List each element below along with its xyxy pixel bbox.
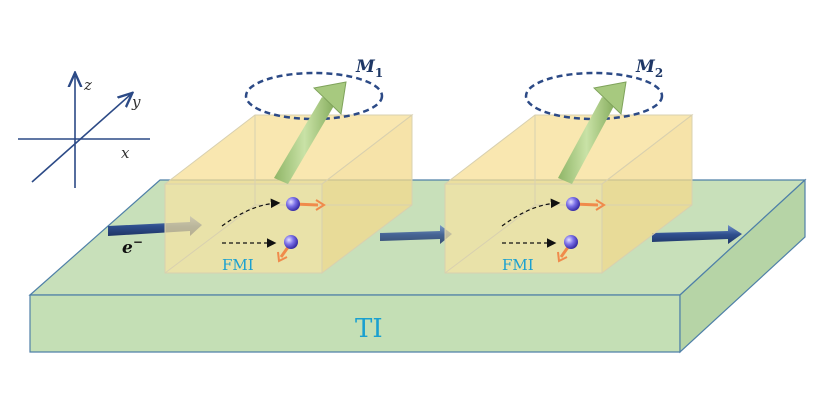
z-axis-label: z [83, 76, 92, 94]
block-1-magnetization-arrow-head [312, 81, 347, 116]
block-1-fmi-label: FMI [222, 256, 254, 274]
block-1-m-subscript: 1 [375, 66, 383, 80]
block-2-m-subscript: 2 [655, 66, 663, 80]
block-1-m-symbol: M [355, 57, 376, 77]
block-1-front-face [164, 183, 323, 274]
block-1-hidden-edge-diag [164, 204, 256, 274]
electron-symbol: e [122, 238, 133, 258]
current-arrow-middle [380, 225, 452, 244]
y-axis-line [31, 95, 130, 183]
block-1-spin-path-up [221, 198, 281, 227]
block-2-magnetization-arrow-shaft [558, 97, 615, 184]
electron-label: e− [122, 235, 143, 258]
block-1-electron-ball-down [284, 235, 298, 249]
block-1-spin-arrow-up-head [315, 199, 326, 211]
block-1-electron-ball-up [286, 197, 300, 211]
block-2-spin-arrow-up-head [595, 199, 606, 211]
block-2-front-face [444, 183, 603, 274]
coordinate-axes: z y x [18, 76, 150, 188]
ti-label: TI [355, 314, 383, 344]
fmi-block-2: FMI M2 [443, 57, 694, 275]
block-2-spin-path-up [501, 198, 561, 227]
substrate-side-face [679, 178, 806, 354]
block-2-hidden-edge-diag [444, 204, 536, 274]
fmi-block-1: FMI M1 [163, 57, 414, 275]
current-arrow-out [652, 225, 742, 244]
block-2-electron-ball-up [566, 197, 580, 211]
block-2-electron-ball-down [564, 235, 578, 249]
y-axis-label: y [131, 93, 141, 111]
block-1-magnetization-label: M1 [355, 57, 383, 80]
block-2-magnetization-arrow-head [592, 81, 627, 116]
block-2-spin-arrow-down-head [557, 251, 568, 263]
block-1-spin-arrow-down-head [277, 251, 288, 263]
block-2-magnetization-label: M2 [635, 57, 663, 80]
block-1-magnetization-arrow-shaft [274, 97, 335, 184]
x-axis-label: x [121, 144, 130, 162]
block-2-fmi-label: FMI [502, 256, 534, 274]
block-2-m-symbol: M [635, 57, 656, 77]
electron-charge-superscript: − [133, 235, 143, 249]
